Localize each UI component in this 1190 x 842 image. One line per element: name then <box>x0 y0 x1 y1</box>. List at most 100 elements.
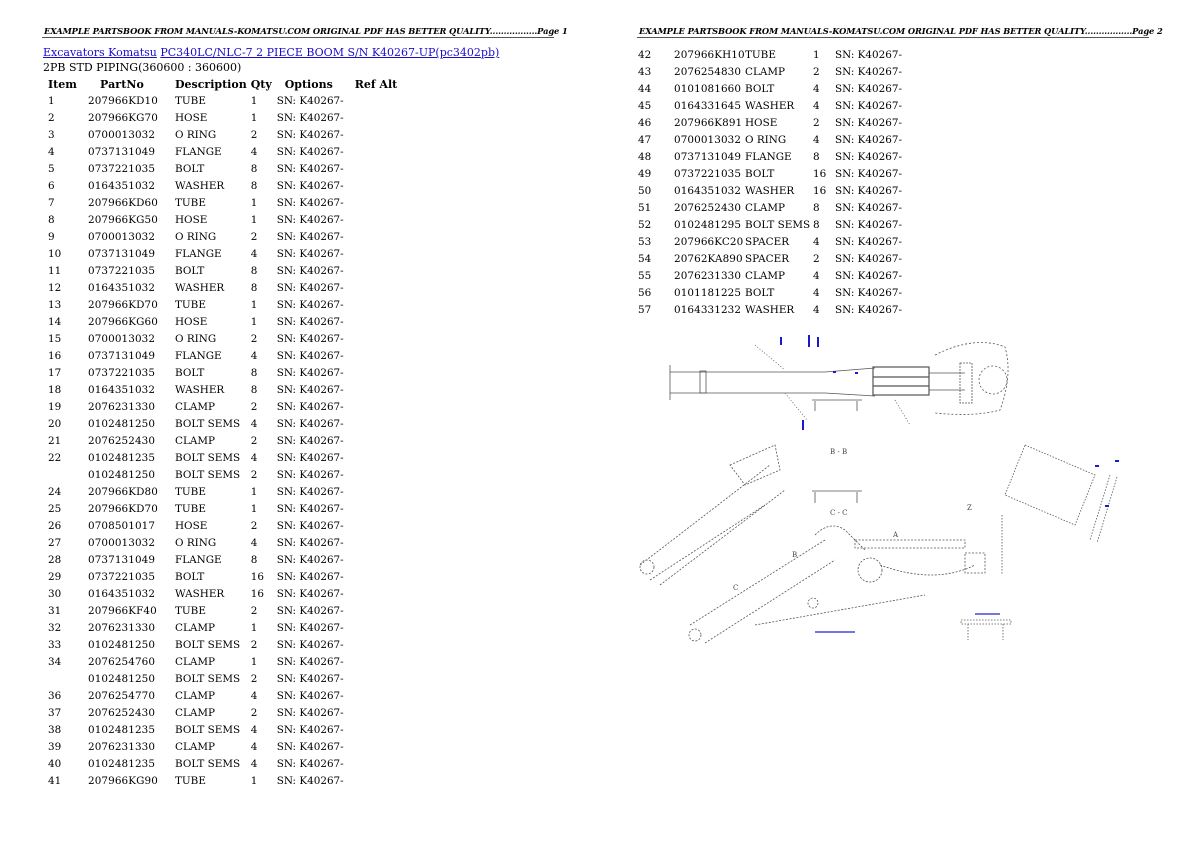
quantity-cell: 4 <box>250 349 258 362</box>
item-number-cell: 43 <box>638 65 652 78</box>
options-cell: SN: K40267- <box>835 235 902 248</box>
item-number-cell: 28 <box>48 553 62 566</box>
options-cell: SN: K40267- <box>276 434 344 447</box>
part-number-cell: 0164331232 <box>674 303 742 316</box>
part-number-cell: 0737131049 <box>88 145 156 158</box>
description-cell: HOSE <box>175 519 208 532</box>
part-number-cell: 0737131049 <box>88 247 156 260</box>
boom-assembly <box>688 525 986 644</box>
item-number-cell: 27 <box>48 536 62 549</box>
part-number-cell: 0102481295 <box>674 218 742 231</box>
options-cell: SN: K40267- <box>276 213 344 226</box>
item-number-cell <box>42 466 88 483</box>
part-number-cell: 0164331645 <box>674 99 742 112</box>
quantity-cell: 4 <box>250 536 258 549</box>
description-cell: CLAMP <box>745 201 785 214</box>
item-number-cell: 2 <box>48 111 55 124</box>
options-cell: SN: K40267- <box>276 740 344 753</box>
description-cell: TUBE <box>175 485 206 498</box>
part-number-cell: 2076231330 <box>88 400 156 413</box>
options-cell: SN: K40267- <box>276 468 344 481</box>
breadcrumb-link-model[interactable]: PC340LC/NLC-7 2 PIECE BOOM S/N K40267-UP… <box>160 46 500 59</box>
options-cell: SN: K40267- <box>276 145 344 158</box>
part-number-cell: 0102481250 <box>88 417 156 430</box>
options-cell: SN: K40267- <box>276 723 344 736</box>
header-rule <box>637 37 1149 38</box>
quantity-cell: 16 <box>250 587 264 600</box>
part-number-cell: 207966KG90 <box>88 774 158 787</box>
part-number-cell: 0700013032 <box>88 536 156 549</box>
item-number-cell: 56 <box>638 286 652 299</box>
item-number-cell: 32 <box>48 621 62 634</box>
description-cell: CLAMP <box>175 740 215 753</box>
quantity-cell: 4 <box>813 303 820 316</box>
options-cell: SN: K40267- <box>276 774 344 787</box>
description-cell: CLAMP <box>745 269 785 282</box>
quantity-cell: 8 <box>250 553 258 566</box>
part-number-cell: 207966KF40 <box>88 604 157 617</box>
part-number-cell: 0700013032 <box>88 128 156 141</box>
item-number-cell: 24 <box>48 485 62 498</box>
options-cell: SN: K40267- <box>835 150 902 163</box>
part-number-cell: 207966KC20 <box>674 235 744 248</box>
col-header-options: Options <box>284 78 333 91</box>
options-cell: SN: K40267- <box>276 332 344 345</box>
item-number-cell: 33 <box>48 638 62 651</box>
description-cell: FLANGE <box>175 247 222 260</box>
item-number-cell: 44 <box>638 82 652 95</box>
description-cell: BOLT SEMS <box>175 417 241 430</box>
options-cell: SN: K40267- <box>276 315 344 328</box>
item-number-cell: 9 <box>48 230 55 243</box>
col-header-partno: PartNo <box>100 78 144 91</box>
options-cell: SN: K40267- <box>276 264 344 277</box>
quantity-cell: 4 <box>813 82 820 95</box>
item-number-cell: 45 <box>638 99 652 112</box>
quantity-cell: 4 <box>250 451 258 464</box>
header-rule <box>42 37 554 38</box>
quantity-cell: 2 <box>813 116 820 129</box>
label-b: B <box>792 551 797 559</box>
description-cell: SPACER <box>745 235 790 248</box>
item-number-cell: 37 <box>48 706 62 719</box>
options-cell: SN: K40267- <box>276 587 344 600</box>
item-number-cell: 12 <box>48 281 62 294</box>
quantity-cell: 4 <box>250 757 258 770</box>
boom-piping-diagram: B - B C - C A B C <box>635 325 1155 665</box>
item-number-cell: 1 <box>48 94 55 107</box>
part-number-cell: 207966KD80 <box>88 485 158 498</box>
arm-side-view <box>669 342 1009 426</box>
description-cell: BOLT SEMS <box>745 218 811 231</box>
detail-z-view <box>960 444 1118 640</box>
part-number-cell: 0164351032 <box>88 179 156 192</box>
part-number-cell: 0101081660 <box>674 82 742 95</box>
description-cell: O RING <box>175 230 217 243</box>
options-cell: SN: K40267- <box>835 82 902 95</box>
item-number-cell: 36 <box>48 689 62 702</box>
label-section-b: B - B <box>830 448 847 456</box>
item-number-cell: 42 <box>638 48 652 61</box>
item-number-cell: 51 <box>638 201 652 214</box>
item-number-cell: 5 <box>48 162 55 175</box>
label-a: A <box>892 531 899 539</box>
breadcrumb-link-category[interactable]: Excavators Komatsu <box>43 46 157 59</box>
quantity-cell: 2 <box>250 706 258 719</box>
options-cell: SN: K40267- <box>276 281 344 294</box>
quantity-cell: 2 <box>250 128 258 141</box>
description-cell: CLAMP <box>175 655 215 668</box>
